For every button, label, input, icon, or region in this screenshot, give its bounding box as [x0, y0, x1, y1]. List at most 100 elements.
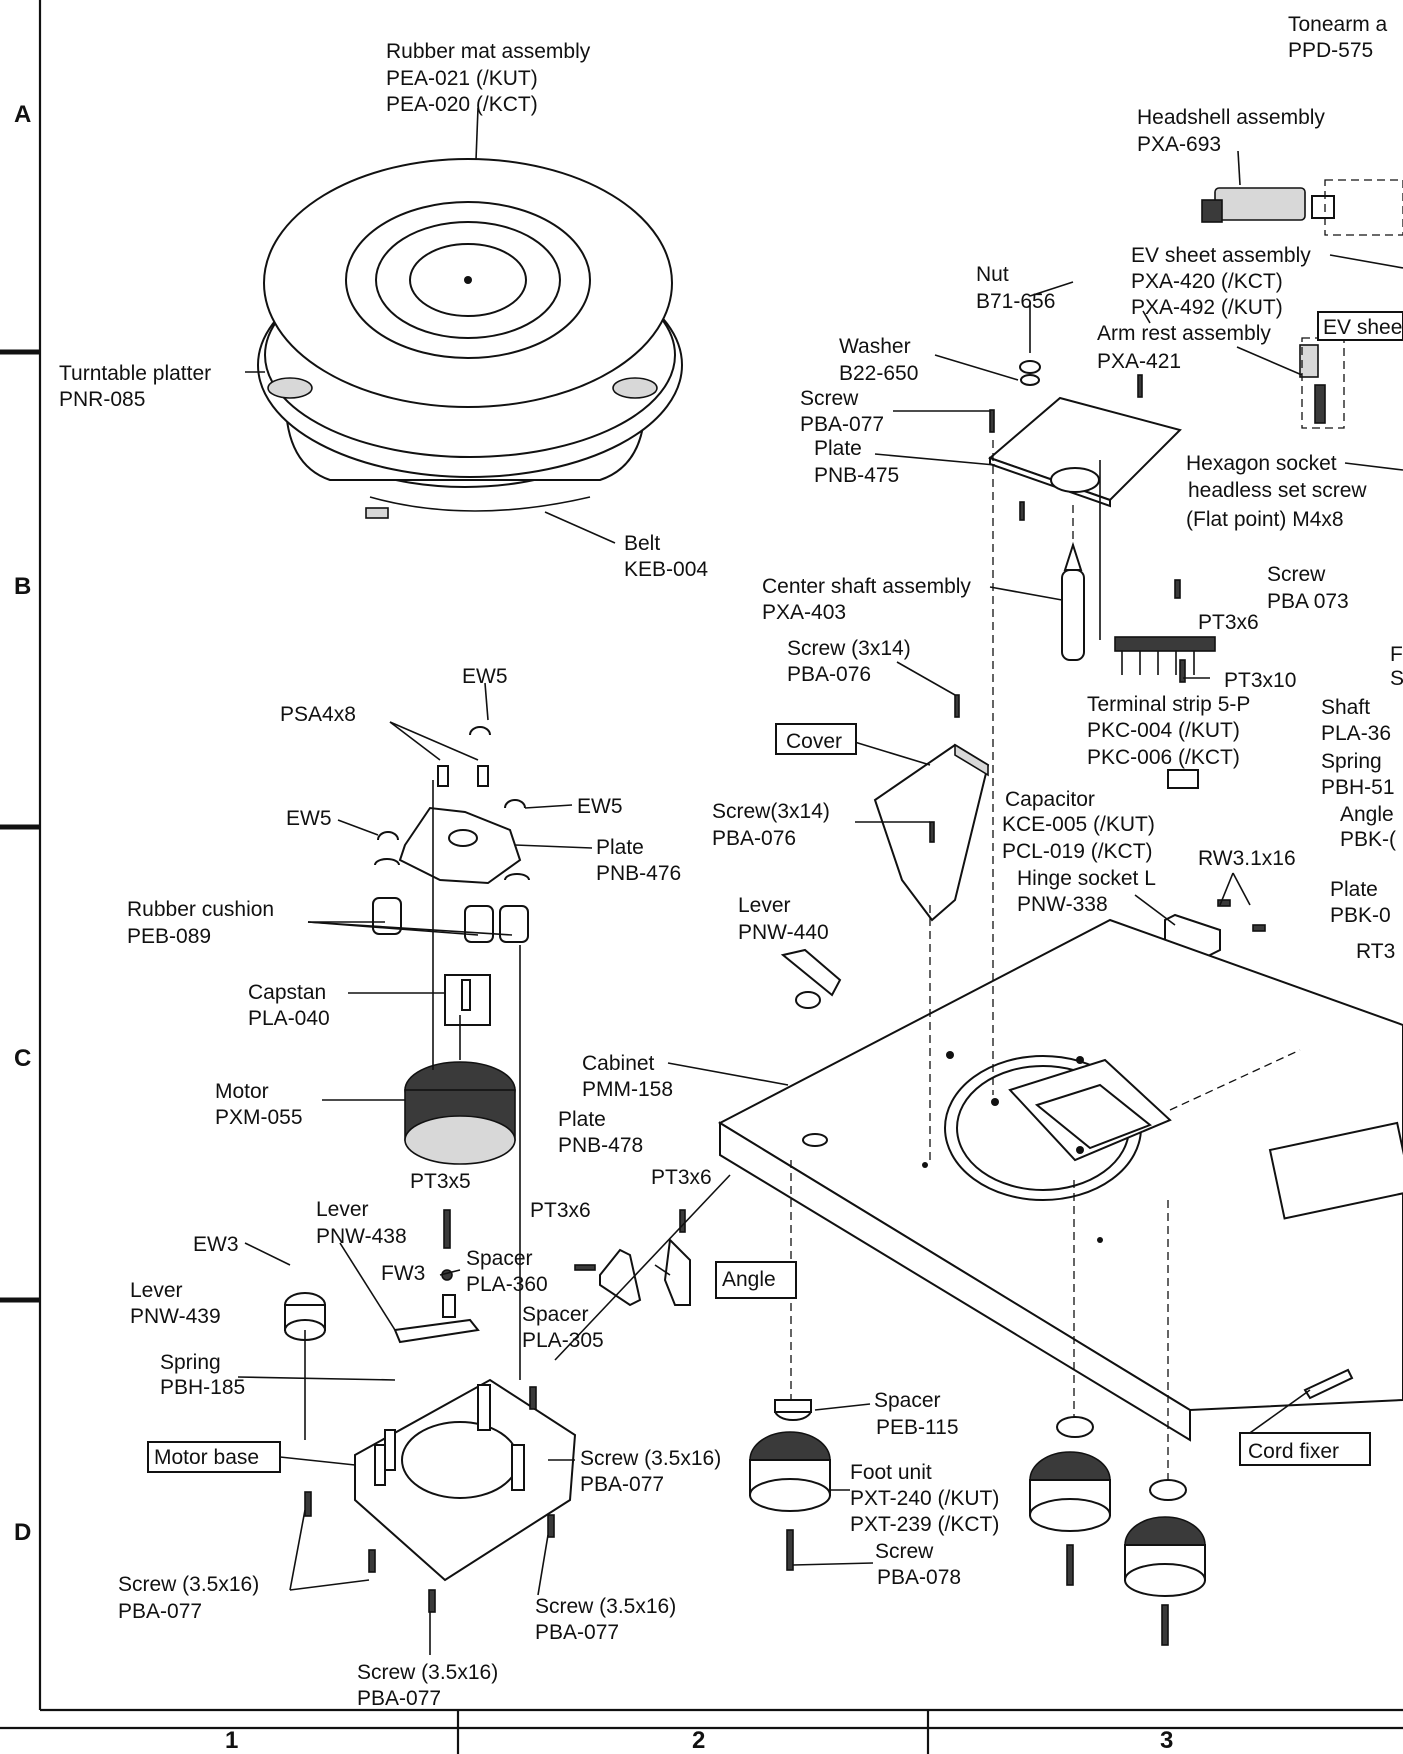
foot-unit-part-kut: PXT-240 (/KUT) — [850, 1487, 999, 1510]
ev-sheet-part-kut: PXA-492 (/KUT) — [1131, 296, 1283, 319]
screw-35x16-b-name: Screw (3.5x16) — [118, 1573, 259, 1596]
turntable-platter-part-no: PNR-085 — [59, 388, 145, 411]
screw-pba077-top-part-no: PBA-077 — [800, 413, 884, 436]
capstan-name: Capstan — [248, 981, 326, 1004]
capacitor-part-kut: KCE-005 (/KUT) — [1002, 813, 1155, 836]
rubber-mat-part-kct: PEA-020 (/KCT) — [386, 93, 538, 116]
hexagon-socket-line2: headless set screw — [1188, 479, 1367, 502]
rubber-mat-label: Rubber mat assembly PEA-021 (/KUT) PEA-0… — [386, 40, 591, 116]
column-label-1: 1 — [225, 1727, 238, 1754]
lever-pnw438-part-no: PNW-438 — [316, 1225, 407, 1248]
spacer-pla305-part-no: PLA-305 — [522, 1329, 604, 1352]
cabinet-name: Cabinet — [582, 1052, 655, 1075]
psa4x8-label: PSA4x8 — [280, 703, 356, 726]
pt3x6-c-label: PT3x6 — [530, 1199, 591, 1222]
leader-lines — [237, 107, 1403, 1655]
rubber-mat-part-kut: PEA-021 (/KUT) — [386, 67, 538, 90]
screw-35x16-d-name: Screw (3.5x16) — [357, 1661, 498, 1684]
pt3x5-label: PT3x5 — [410, 1170, 471, 1193]
hinge-socket-label: Hinge socket L PNW-338 — [1017, 867, 1156, 916]
ew5-right-label: EW5 — [577, 795, 623, 818]
screw-3x14-a-label: Screw (3x14) PBA-076 — [787, 637, 911, 686]
spring-right-label: Spring PBH-51 — [1321, 750, 1395, 799]
ev-sheet-label: EV sheet assembly PXA-420 (/KCT) PXA-492… — [1131, 244, 1311, 319]
nut-label: Nut B71-656 — [976, 263, 1055, 313]
plate-pnb478-part-no: PNB-478 — [558, 1134, 643, 1157]
spacer-pla360-label: Spacer PLA-360 — [466, 1247, 548, 1296]
angle-right-label: Angle PBK-( — [1340, 803, 1396, 851]
ew5-left-label: EW5 — [286, 807, 332, 830]
ev-sheet-part-kct: PXA-420 (/KCT) — [1131, 270, 1283, 293]
lever-pnw439-part-no: PNW-439 — [130, 1305, 221, 1328]
screw-35x16-a-name: Screw (3.5x16) — [580, 1447, 721, 1470]
capacitor-part-kct: PCL-019 (/KCT) — [1002, 840, 1153, 863]
screw-pba078-label: Screw PBA-078 — [875, 1540, 961, 1589]
center-shaft-name: Center shaft assembly — [762, 575, 971, 598]
turntable-platter — [257, 158, 683, 519]
pt3x6-b-label: PT3x6 — [651, 1166, 712, 1189]
shaft-label: Shaft PLA-36 — [1321, 696, 1391, 745]
screw-35x16-d-part-no: PBA-077 — [357, 1687, 441, 1710]
screw-35x16-b-label: Screw (3.5x16) PBA-077 — [118, 1573, 259, 1623]
screw-pba073-name: Screw — [1267, 563, 1326, 586]
lever-pnw439-name: Lever — [130, 1279, 183, 1302]
column-label-3: 3 — [1160, 1727, 1173, 1754]
foot-unit-label: Foot unit PXT-240 (/KUT) PXT-239 (/KCT) — [850, 1461, 999, 1536]
pt3x6-a-label: PT3x6 — [1198, 611, 1259, 634]
spring-right-part-no: PBH-51 — [1321, 776, 1395, 799]
screw-pba078-part-no: PBA-078 — [877, 1566, 961, 1589]
shaft-part-no: PLA-36 — [1321, 722, 1391, 745]
cord-fixer-box-label: Cord fixer — [1248, 1440, 1339, 1463]
tonearm-name: Tonearm a — [1288, 13, 1388, 36]
screw-3x14-b-label: Screw(3x14) PBA-076 — [712, 800, 830, 850]
headshell-assembly — [1201, 179, 1403, 236]
foot-units — [749, 1368, 1354, 1646]
row-label-b: B — [14, 573, 31, 600]
turntable-platter-label: Turntable platter PNR-085 — [59, 362, 211, 411]
right-f-line1: F — [1390, 643, 1403, 666]
screw-35x16-a-label: Screw (3.5x16) PBA-077 — [580, 1447, 721, 1496]
screws — [304, 1386, 555, 1613]
row-label-d: D — [14, 1519, 31, 1546]
screw-35x16-d-label: Screw (3.5x16) PBA-077 — [357, 1661, 498, 1710]
capstan-part-no: PLA-040 — [248, 1007, 330, 1030]
spacer-peb115-name: Spacer — [874, 1389, 941, 1412]
motor-label: Motor PXM-055 — [215, 1080, 303, 1129]
assembly-lines — [304, 440, 1169, 1480]
motor-part-no: PXM-055 — [215, 1106, 303, 1129]
plate-right-name: Plate — [1330, 878, 1378, 901]
screw-35x16-a-part-no: PBA-077 — [580, 1473, 664, 1496]
rubber-cushion-name: Rubber cushion — [127, 898, 274, 921]
cabinet-label: Cabinet PMM-158 — [582, 1052, 673, 1101]
screw-pba078-name: Screw — [875, 1540, 934, 1563]
hexagon-socket-line1: Hexagon socket — [1186, 452, 1337, 475]
angle-right-name: Angle — [1340, 803, 1394, 826]
ew5-top-label: EW5 — [462, 665, 508, 688]
turntable-platter-name: Turntable platter — [59, 362, 211, 385]
pt3x10-label: PT3x10 — [1224, 669, 1296, 692]
tonearm-plate — [988, 337, 1345, 521]
terminal-strip-name: Terminal strip 5-P — [1087, 693, 1250, 716]
lever-pnw440-part-no: PNW-440 — [738, 921, 829, 944]
spacer-pla360-name: Spacer — [466, 1247, 533, 1270]
screw-35x16-c-name: Screw (3.5x16) — [535, 1595, 676, 1618]
terminal-strip-part-kct: PKC-006 (/KCT) — [1087, 746, 1240, 769]
motor-name: Motor — [215, 1080, 269, 1103]
plate-pnb475-part-no: PNB-475 — [814, 464, 899, 487]
plate-pnb478-name: Plate — [558, 1108, 606, 1131]
screw-35x16-c-part-no: PBA-077 — [535, 1621, 619, 1644]
plate-pnb476-label: Plate PNB-476 — [596, 836, 681, 885]
foot-unit-name: Foot unit — [850, 1461, 932, 1484]
plate-pnb476-name: Plate — [596, 836, 644, 859]
rubber-mat-name: Rubber mat assembly — [386, 40, 591, 63]
center-shaft-assembly — [1061, 505, 1085, 661]
capacitor-name: Capacitor — [1005, 788, 1095, 811]
arm-rest-label: Arm rest assembly PXA-421 — [1097, 322, 1271, 373]
spacer-pla360-part-no: PLA-360 — [466, 1273, 548, 1296]
screw-pba073-label: Screw PBA 073 — [1267, 563, 1349, 613]
cover — [873, 694, 990, 922]
terminal-strip-label: Terminal strip 5-P PKC-004 (/KUT) PKC-00… — [1087, 693, 1250, 769]
tonearm-part-no: PPD-575 — [1288, 39, 1373, 62]
screw-3x14-b-name: Screw(3x14) — [712, 800, 830, 823]
